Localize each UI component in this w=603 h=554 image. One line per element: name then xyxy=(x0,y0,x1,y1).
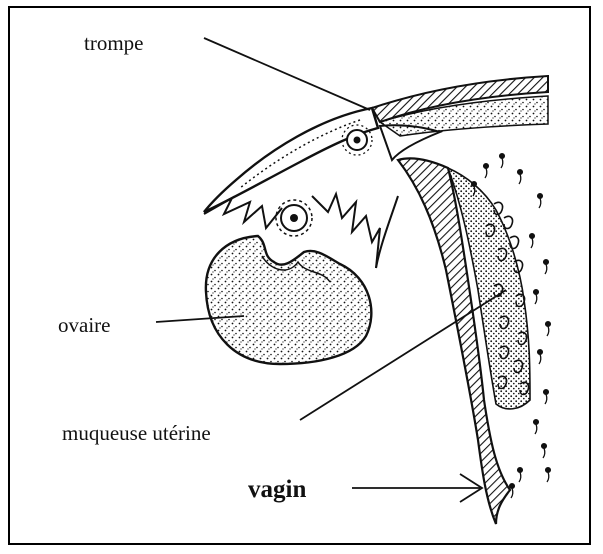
trompe-leader xyxy=(204,38,370,110)
ovary xyxy=(206,236,371,364)
label-trompe: trompe xyxy=(84,31,143,55)
ovum-in-tube xyxy=(342,125,372,155)
tube-upper-band xyxy=(372,76,548,136)
label-vagin: vagin xyxy=(248,476,306,503)
label-ovaire: ovaire xyxy=(58,313,110,337)
label-muqueuse: muqueuse utérine xyxy=(62,421,211,445)
ovum-released xyxy=(276,200,312,236)
